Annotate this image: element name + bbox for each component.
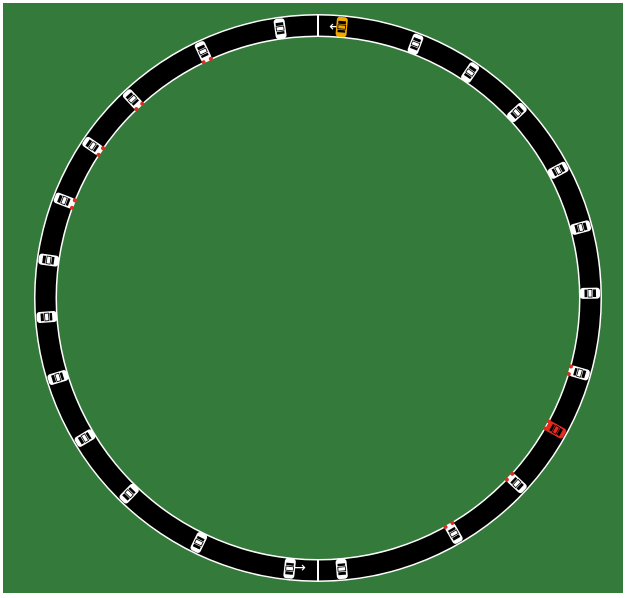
car	[283, 558, 296, 579]
car-window	[49, 313, 52, 321]
infield	[57, 37, 579, 559]
car-body	[36, 311, 57, 323]
car-window	[593, 289, 596, 297]
car-window	[584, 290, 587, 298]
arrow-right-icon: →	[294, 560, 306, 576]
car-body	[335, 17, 348, 38]
ego-car	[335, 17, 348, 38]
car-body	[335, 559, 348, 580]
car	[36, 311, 57, 323]
car-body	[283, 558, 296, 579]
car-window	[40, 313, 44, 321]
car	[335, 559, 348, 580]
car	[580, 288, 600, 299]
